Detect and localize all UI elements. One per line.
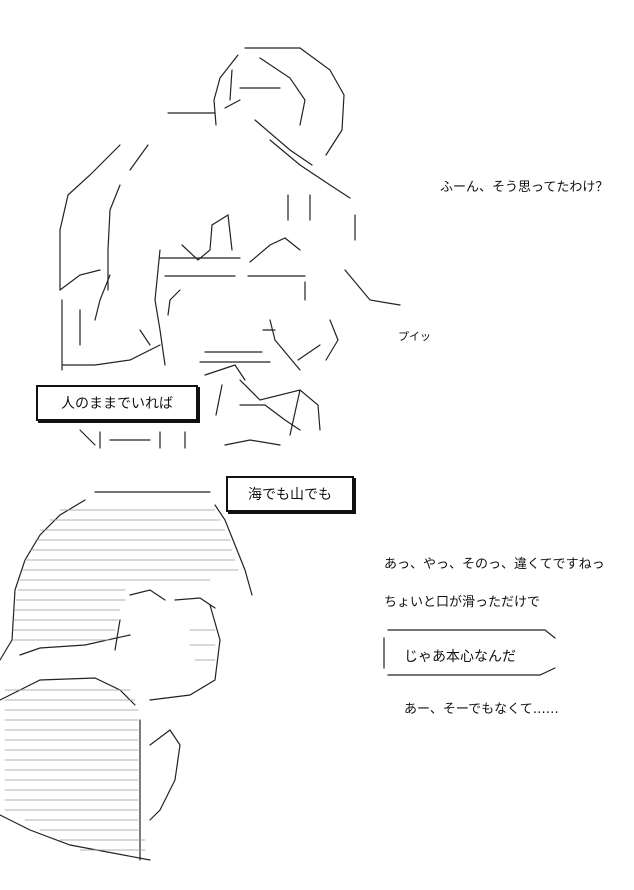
upper-character-art	[59, 47, 401, 449]
speech-puff-text: じゃあ本心なんだ	[404, 649, 516, 665]
lower-character-art	[0, 491, 253, 861]
speech-box-right: 海でも山でも	[226, 476, 354, 512]
dialogue-line-3: ちょいと口が滑っただけで	[384, 595, 541, 610]
speech-box-left: 人のままでいれば	[36, 385, 198, 421]
lower-character-shading	[4, 509, 239, 851]
speech-puff-outline	[383, 629, 556, 676]
dialogue-line-2: あっ、やっ、そのっ、違くてですねっ	[384, 557, 605, 572]
dialogue-line-4: あー、そーでもなくて……	[404, 702, 559, 717]
dialogue-line-1: ふーん、そう思ってたわけ？	[440, 180, 609, 195]
sound-effect: プイッ	[398, 330, 431, 343]
